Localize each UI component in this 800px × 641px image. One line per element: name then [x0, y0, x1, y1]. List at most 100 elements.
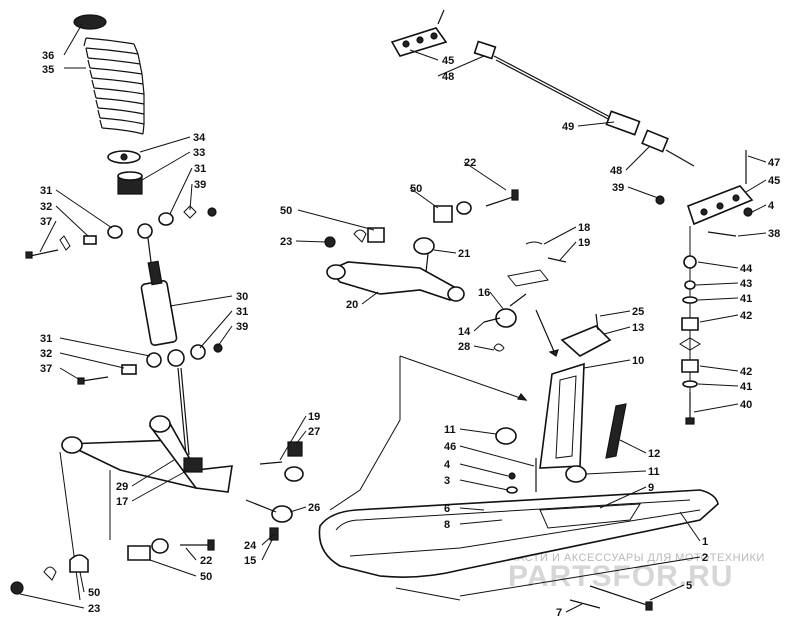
tie-rod-end-48-top — [473, 40, 497, 60]
spindle-cap-13 — [560, 325, 612, 357]
steering-arm-right-hole-1 — [700, 208, 708, 216]
nut-4-right — [743, 207, 753, 217]
callout-11: 11 — [648, 466, 660, 478]
leader-47 — [747, 155, 767, 163]
callout-41: 41 — [740, 293, 752, 305]
callout-44: 44 — [740, 263, 753, 275]
leader-25 — [599, 310, 631, 317]
ball-joint-16 — [495, 308, 517, 328]
callout-9: 9 — [648, 482, 654, 494]
leader-7 — [565, 603, 583, 613]
callout-19: 19 — [578, 237, 590, 249]
leader-12 — [619, 439, 647, 454]
ball-joint-boot — [284, 466, 304, 482]
ball-joint-link — [509, 293, 527, 307]
shock-rod-cover — [147, 260, 163, 286]
upper-a-arm-ball-socket — [413, 237, 435, 255]
bracket-16-plate — [507, 269, 549, 287]
bushing-42-bottom — [681, 359, 699, 373]
leader-23b — [295, 240, 327, 243]
spring-18 — [525, 241, 543, 245]
nut-23-mid — [324, 236, 336, 248]
callout-50: 50 — [200, 571, 212, 583]
callout-4: 4 — [768, 200, 775, 212]
callout-24: 24 — [244, 540, 257, 552]
callout-34: 34 — [193, 132, 206, 144]
callout-18: 18 — [578, 222, 590, 234]
nut-upper-right — [207, 207, 217, 217]
spring-cap-part — [73, 14, 107, 30]
callout-2: 2 — [702, 552, 708, 564]
watermark-tagline: ЗАПЧАСТИ И АКСЕССУАРЫ ДЛЯ МОТОТЕХНИКИ — [486, 552, 765, 564]
callout-13: 13 — [632, 322, 644, 334]
assembly-arrow-long — [399, 355, 527, 401]
ski-runner-2 — [395, 587, 461, 601]
bushing-11-left — [495, 427, 517, 445]
steering-arm-hole-2 — [416, 36, 424, 44]
leader-11a — [459, 428, 497, 435]
leader-32b — [59, 352, 125, 369]
leader-31a — [169, 167, 193, 215]
leader-10 — [583, 359, 631, 369]
castle-nut-left — [287, 441, 303, 457]
spacer-upper-left — [83, 235, 97, 245]
assembly-arrow-long-head — [517, 392, 528, 401]
callout-23: 23 — [280, 236, 292, 248]
shock-link-rod-2 — [180, 367, 190, 456]
callout-33: 33 — [193, 147, 205, 159]
leader-29 — [131, 459, 175, 487]
washer-upper-left — [59, 235, 71, 251]
leader-13 — [603, 326, 631, 335]
leader-33 — [141, 151, 191, 181]
spindle-44 — [683, 255, 697, 269]
leader-43 — [695, 282, 739, 286]
callout-16: 16 — [478, 287, 490, 299]
washer-43 — [684, 280, 696, 290]
leader-32a — [55, 205, 89, 237]
callout-15: 15 — [244, 555, 256, 567]
ski-edge-mid — [349, 509, 701, 557]
leader-37a — [39, 220, 57, 253]
callout-39: 39 — [236, 321, 248, 333]
callout-50: 50 — [280, 205, 292, 217]
leader-4a — [751, 204, 767, 213]
leader-14 — [473, 321, 485, 332]
washer-50-upper — [456, 201, 472, 215]
shock-collar-top — [117, 171, 143, 181]
coil-spring-part — [83, 37, 145, 135]
callout-50: 50 — [88, 587, 100, 599]
bolt-5 — [589, 585, 651, 607]
bolt-upper-left — [29, 249, 59, 257]
bushing-50-upper — [433, 205, 453, 223]
upper-a-arm-stud — [425, 253, 429, 273]
pin-19 — [547, 257, 567, 263]
callout-36: 36 — [42, 50, 54, 62]
callout-42: 42 — [740, 310, 752, 322]
callout-32: 32 — [40, 201, 52, 213]
leader-50d — [297, 209, 375, 231]
bolt-lower-left — [81, 376, 109, 382]
callout-37: 37 — [40, 363, 52, 375]
leader-5 — [649, 584, 685, 601]
leader-8 — [459, 519, 503, 525]
washer-41-bottom — [682, 380, 698, 388]
upper-a-arm-assembly — [324, 189, 567, 352]
tie-rod-bar-bottom — [495, 59, 615, 123]
ski-edge-top — [335, 499, 691, 531]
shock-upper-eye — [137, 223, 153, 239]
callout-6: 6 — [444, 503, 450, 515]
callout-40: 40 — [740, 399, 752, 411]
leader-36 — [63, 23, 83, 56]
leader-31d — [59, 337, 151, 357]
callout-39: 39 — [194, 179, 206, 191]
leader-22b — [463, 161, 507, 191]
leader-lines — [19, 23, 767, 613]
callout-50: 50 — [410, 183, 422, 195]
leader-28 — [473, 345, 495, 351]
washer-41-top — [682, 296, 698, 304]
callout-11: 11 — [444, 424, 456, 436]
steering-arm-right-hole-3 — [732, 194, 740, 202]
a-arm-bushing-front — [61, 436, 83, 454]
leader-18 — [543, 226, 577, 245]
